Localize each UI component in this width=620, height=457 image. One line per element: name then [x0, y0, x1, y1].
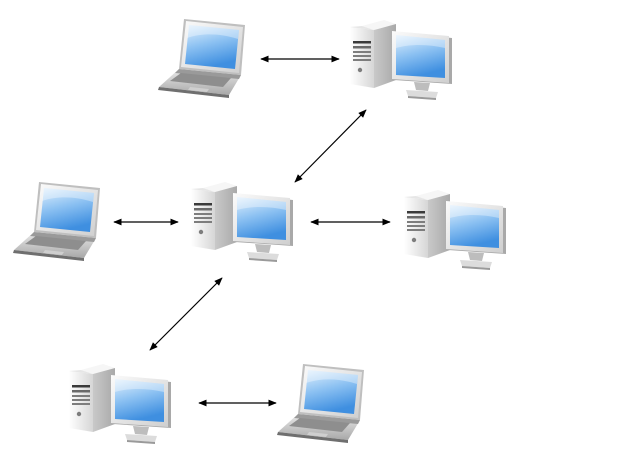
- connections: [113, 55, 391, 407]
- desktop-computer-icon: [191, 182, 293, 262]
- desktop-computer-icon: [350, 20, 452, 100]
- desktop-computer-icon: [69, 364, 171, 444]
- desktop-computer-icon: [404, 190, 506, 270]
- link-n4-n6: [149, 277, 223, 351]
- link-n2-n4: [294, 109, 367, 183]
- laptop-icon: [13, 182, 100, 261]
- laptop-icon: [158, 19, 245, 98]
- laptop-icon: [277, 364, 364, 443]
- nodes: [13, 19, 506, 444]
